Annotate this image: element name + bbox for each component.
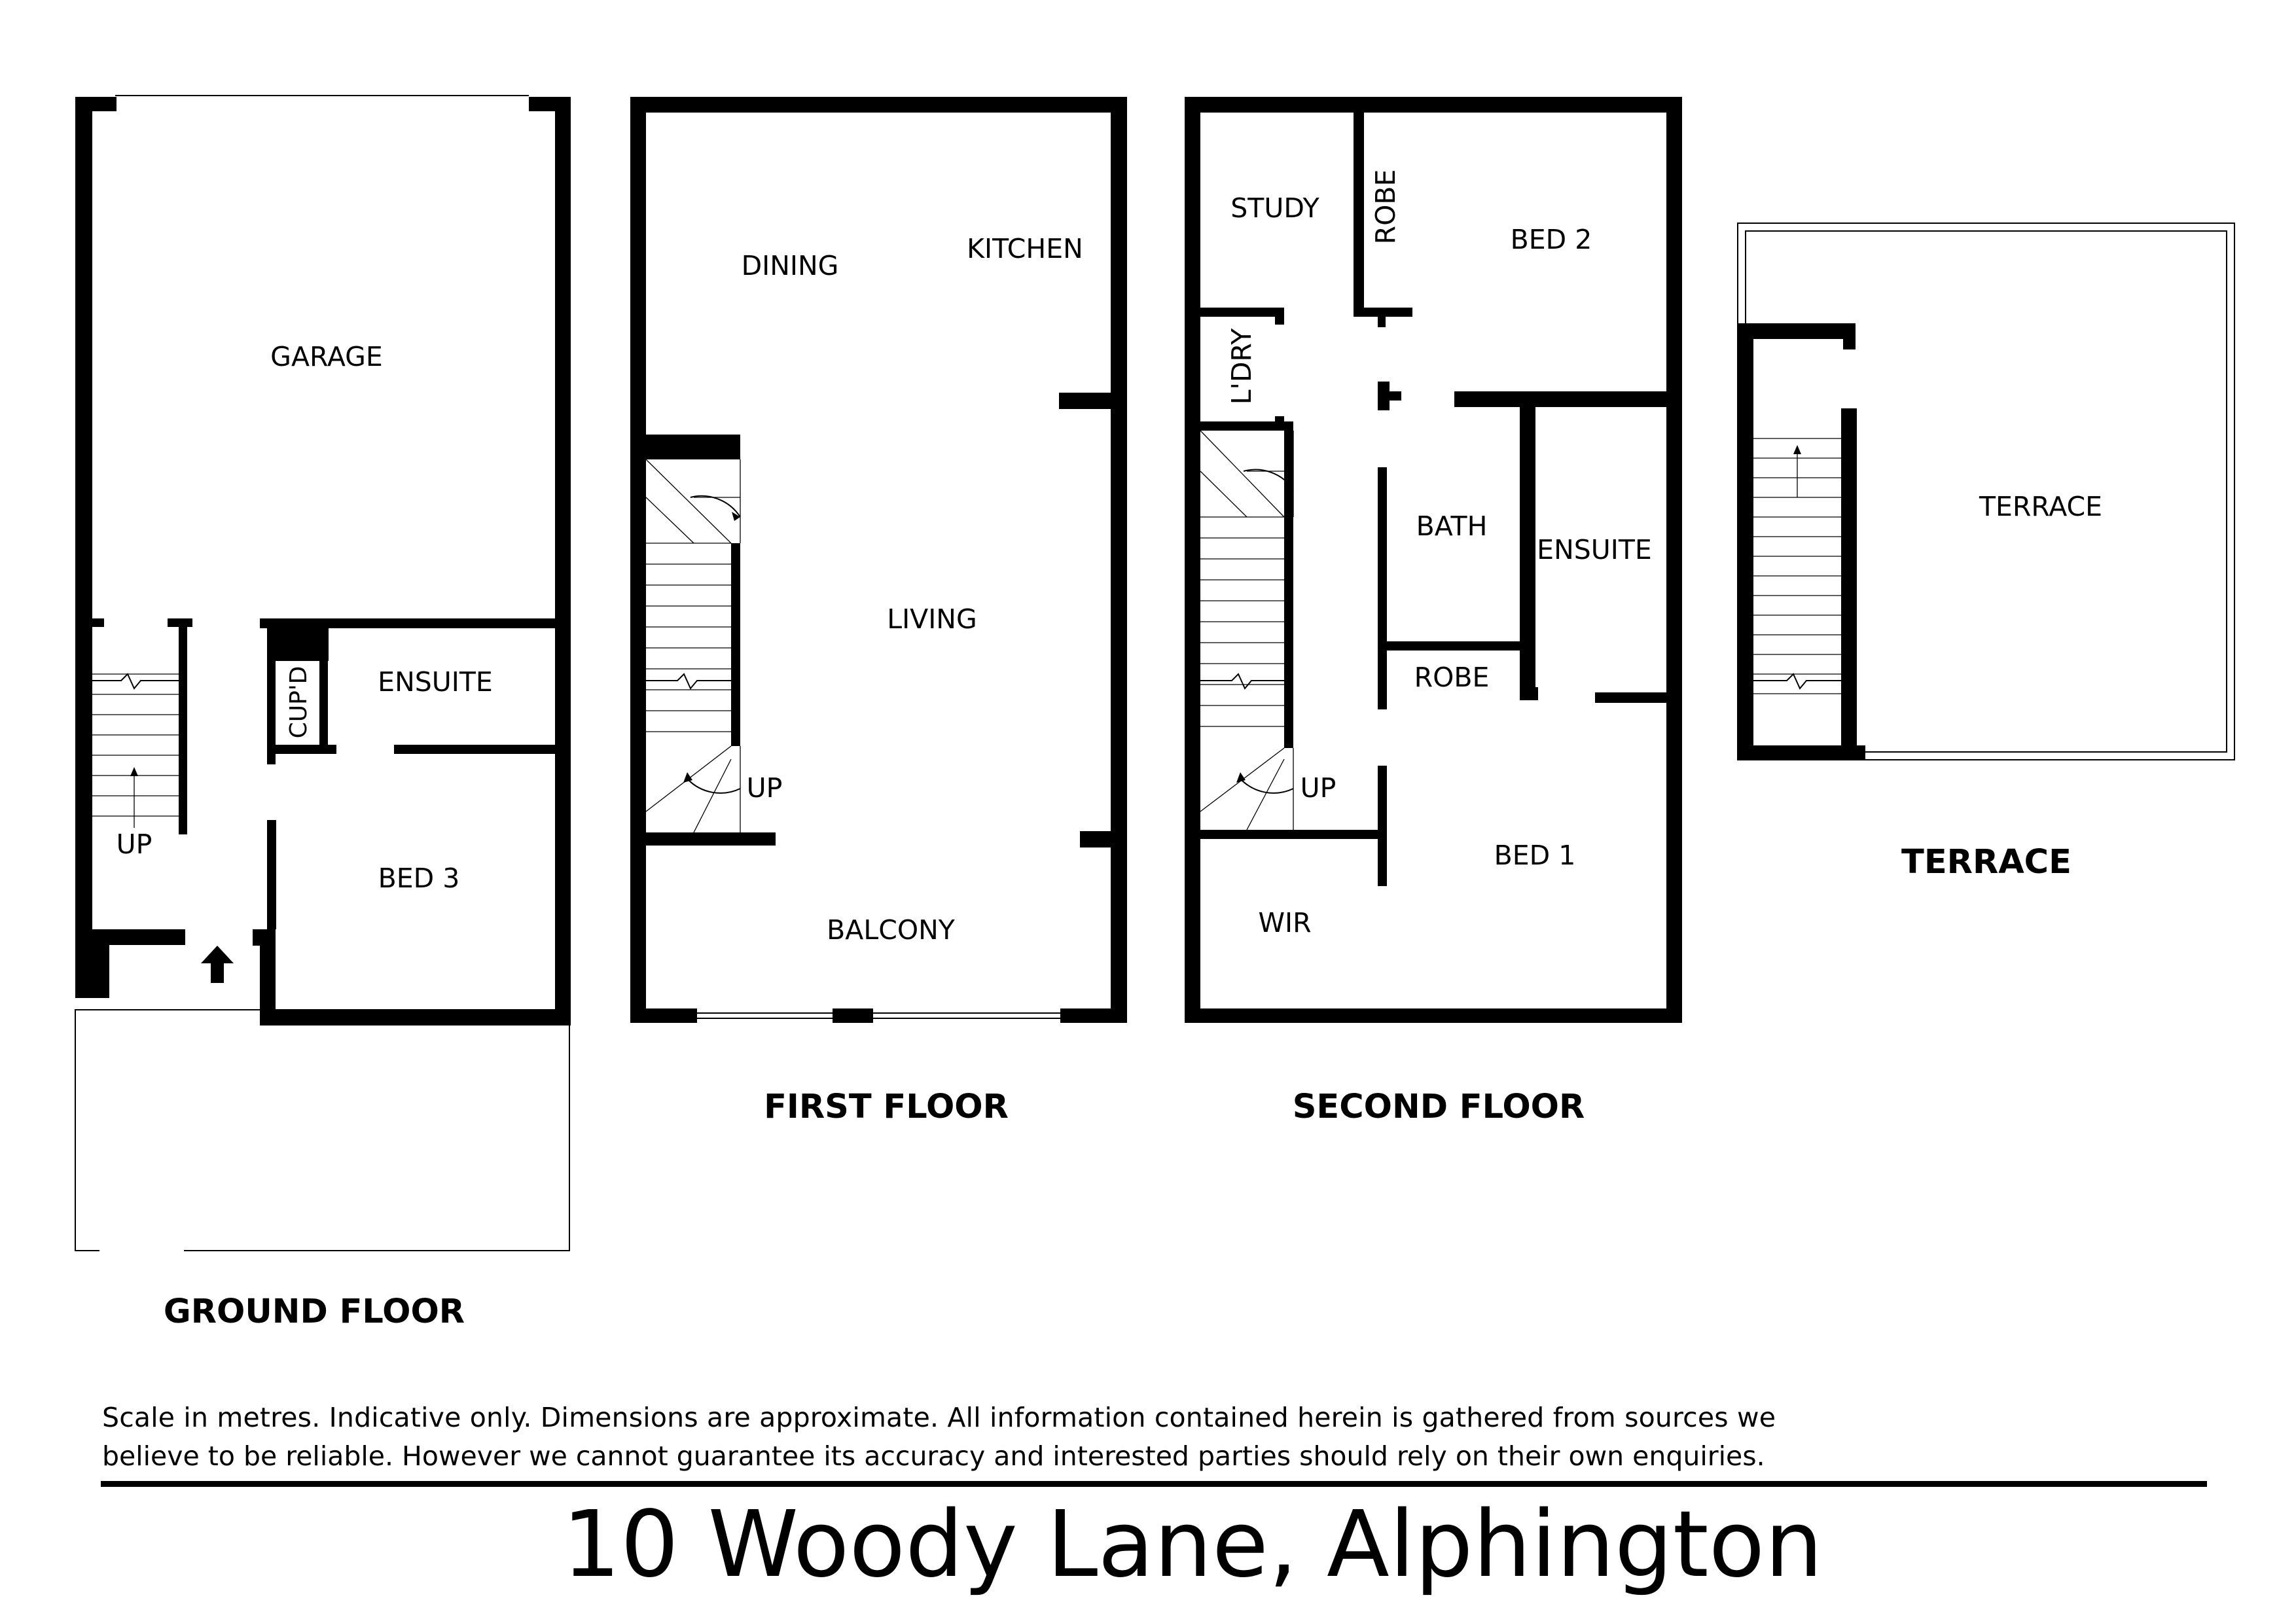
stair-label-second-up: UP (1300, 772, 1336, 804)
room-label-bed3: BED 3 (378, 863, 460, 894)
room-label-robe-mid: ROBE (1414, 662, 1490, 693)
room-label-laundry: L'DRY (1226, 328, 1257, 405)
ground-stair (92, 673, 179, 828)
floor-title-first: FIRST FLOOR (764, 1088, 1009, 1126)
second-stair (1200, 430, 1294, 830)
room-label-living: LIVING (887, 603, 977, 635)
room-label-terrace: TERRACE (1979, 491, 2102, 522)
stair-label-ground-up: UP (117, 829, 152, 860)
room-label-wir: WIR (1258, 907, 1311, 938)
floor-title-terrace: TERRACE (1901, 843, 2072, 882)
room-label-study: STUDY (1230, 192, 1319, 224)
room-label-cupboard: CUP'D (285, 666, 312, 739)
floor-title-second: SECOND FLOOR (1293, 1088, 1585, 1126)
footer-divider (101, 1481, 2207, 1487)
room-label-ground-ensuite: ENSUITE (378, 666, 493, 698)
first-stair (645, 459, 741, 833)
terrace-plan: TERRACE TERRACE (1737, 223, 2235, 882)
room-label-garage: GARAGE (270, 341, 383, 372)
property-address: 10 Woody Lane, Alphington (562, 1491, 1823, 1598)
room-label-dining: DINING (742, 250, 839, 281)
room-label-bed1: BED 1 (1494, 840, 1576, 871)
room-label-balcony: BALCONY (827, 914, 956, 946)
stair-label-first-up: UP (747, 772, 783, 804)
room-label-second-ensuite: ENSUITE (1537, 534, 1652, 565)
room-label-kitchen: KITCHEN (967, 233, 1083, 264)
room-label-robe-top: ROBE (1370, 169, 1401, 245)
room-label-bed2: BED 2 (1511, 224, 1592, 255)
floor-title-ground: GROUND FLOOR (164, 1293, 465, 1331)
entry-arrow-icon (201, 946, 234, 983)
ground-floor-plan: GARAGE ENSUITE CUP'D BED 3 UP GROUND FLO… (75, 95, 571, 1331)
second-floor-plan: STUDY ROBE BED 2 L'DRY BATH ENSUITE ROBE… (1185, 97, 1682, 1126)
disclaimer-line-2: believe to be reliable. However we canno… (102, 1440, 1765, 1472)
terrace-stair (1753, 438, 1841, 694)
first-floor-plan: DINING KITCHEN LIVING BALCONY UP FIRST F… (630, 97, 1127, 1126)
room-label-bath: BATH (1416, 510, 1488, 542)
disclaimer-line-1: Scale in metres. Indicative only. Dimens… (102, 1402, 1776, 1433)
footer: Scale in metres. Indicative only. Dimens… (101, 1402, 2207, 1598)
